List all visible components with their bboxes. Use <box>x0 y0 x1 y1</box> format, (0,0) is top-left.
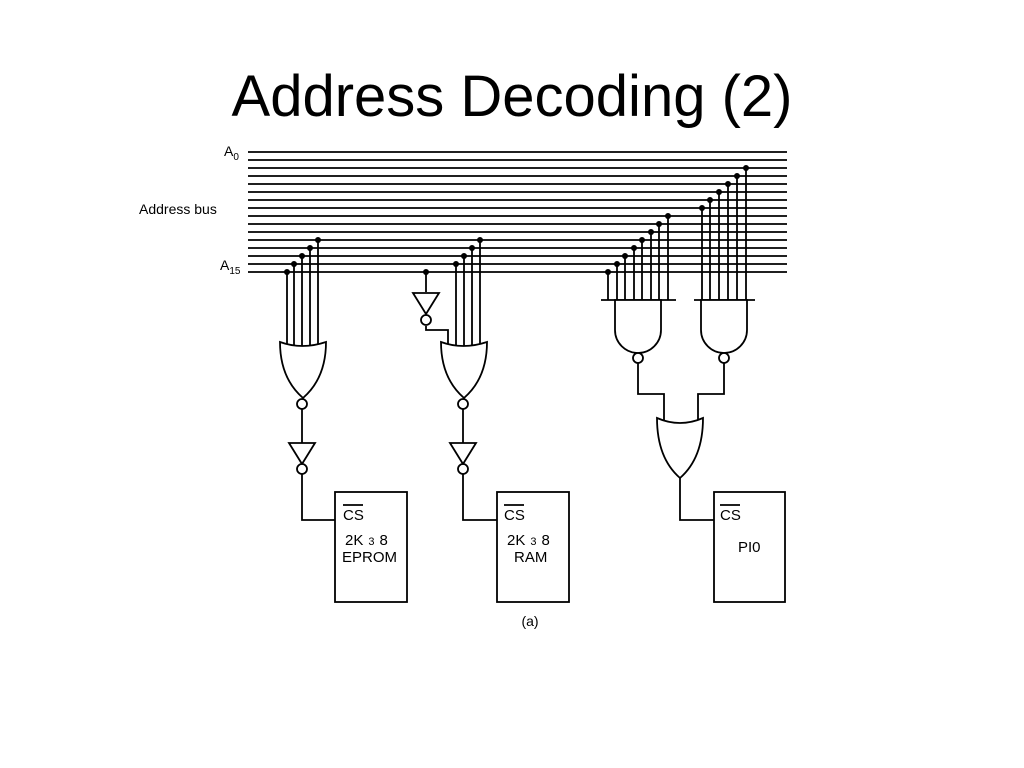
ram-cs-label: CS <box>504 507 525 524</box>
junction-dot <box>453 261 459 267</box>
junction-dot <box>423 269 429 275</box>
junction-dot <box>605 269 611 275</box>
nand-gate <box>614 299 662 354</box>
junction-dot <box>639 237 645 243</box>
inversion-bubble <box>296 463 308 475</box>
junction-dot <box>284 269 290 275</box>
junction-dot <box>631 245 637 251</box>
address-bus-label: Address bus <box>139 201 217 217</box>
junction-dot <box>315 237 321 243</box>
ram-type-label: RAM <box>514 549 547 566</box>
or-gate <box>656 416 704 480</box>
junction-dot <box>477 237 483 243</box>
inversion-bubble <box>296 398 308 410</box>
inversion-bubble <box>632 352 644 364</box>
ram-decoder <box>411 237 497 521</box>
a0-label: A0 <box>224 143 239 163</box>
junction-dot <box>656 221 662 227</box>
junction-dot <box>307 245 313 251</box>
junction-dot <box>299 253 305 259</box>
junction-dot <box>614 261 620 267</box>
nand-gate <box>700 299 748 354</box>
pio-decoder <box>601 165 755 521</box>
figure-caption: (a) <box>521 613 538 629</box>
junction-dot <box>707 197 713 203</box>
junction-dot <box>622 253 628 259</box>
inversion-bubble <box>718 352 730 364</box>
inversion-bubble <box>457 463 469 475</box>
eprom-type-label: EPROM <box>342 549 397 566</box>
a15-label: A15 <box>220 257 241 277</box>
junction-dot <box>461 253 467 259</box>
eprom-cs-label: CS <box>343 507 364 524</box>
junction-dot <box>743 165 749 171</box>
junction-dot <box>734 173 740 179</box>
nor-gate <box>279 340 327 400</box>
junction-dot <box>648 229 654 235</box>
inversion-bubble <box>420 314 432 326</box>
pio-cs-label: CS <box>720 507 741 524</box>
junction-dot <box>699 205 705 211</box>
nor-gate <box>440 340 488 400</box>
junction-dot <box>716 189 722 195</box>
eprom-decoder <box>279 237 335 521</box>
inverter-gate <box>411 292 441 316</box>
junction-dot <box>469 245 475 251</box>
junction-dot <box>725 181 731 187</box>
slide-title: Address Decoding (2) <box>231 64 793 129</box>
junction-dot <box>665 213 671 219</box>
inverter-gate <box>287 442 317 466</box>
pio-chip: CS PI0 <box>713 491 786 603</box>
inversion-bubble <box>457 398 469 410</box>
address-bus-lines <box>248 151 787 273</box>
pio-type-label: PI0 <box>738 539 761 556</box>
junction-dot <box>291 261 297 267</box>
inverter-gate <box>448 442 478 466</box>
